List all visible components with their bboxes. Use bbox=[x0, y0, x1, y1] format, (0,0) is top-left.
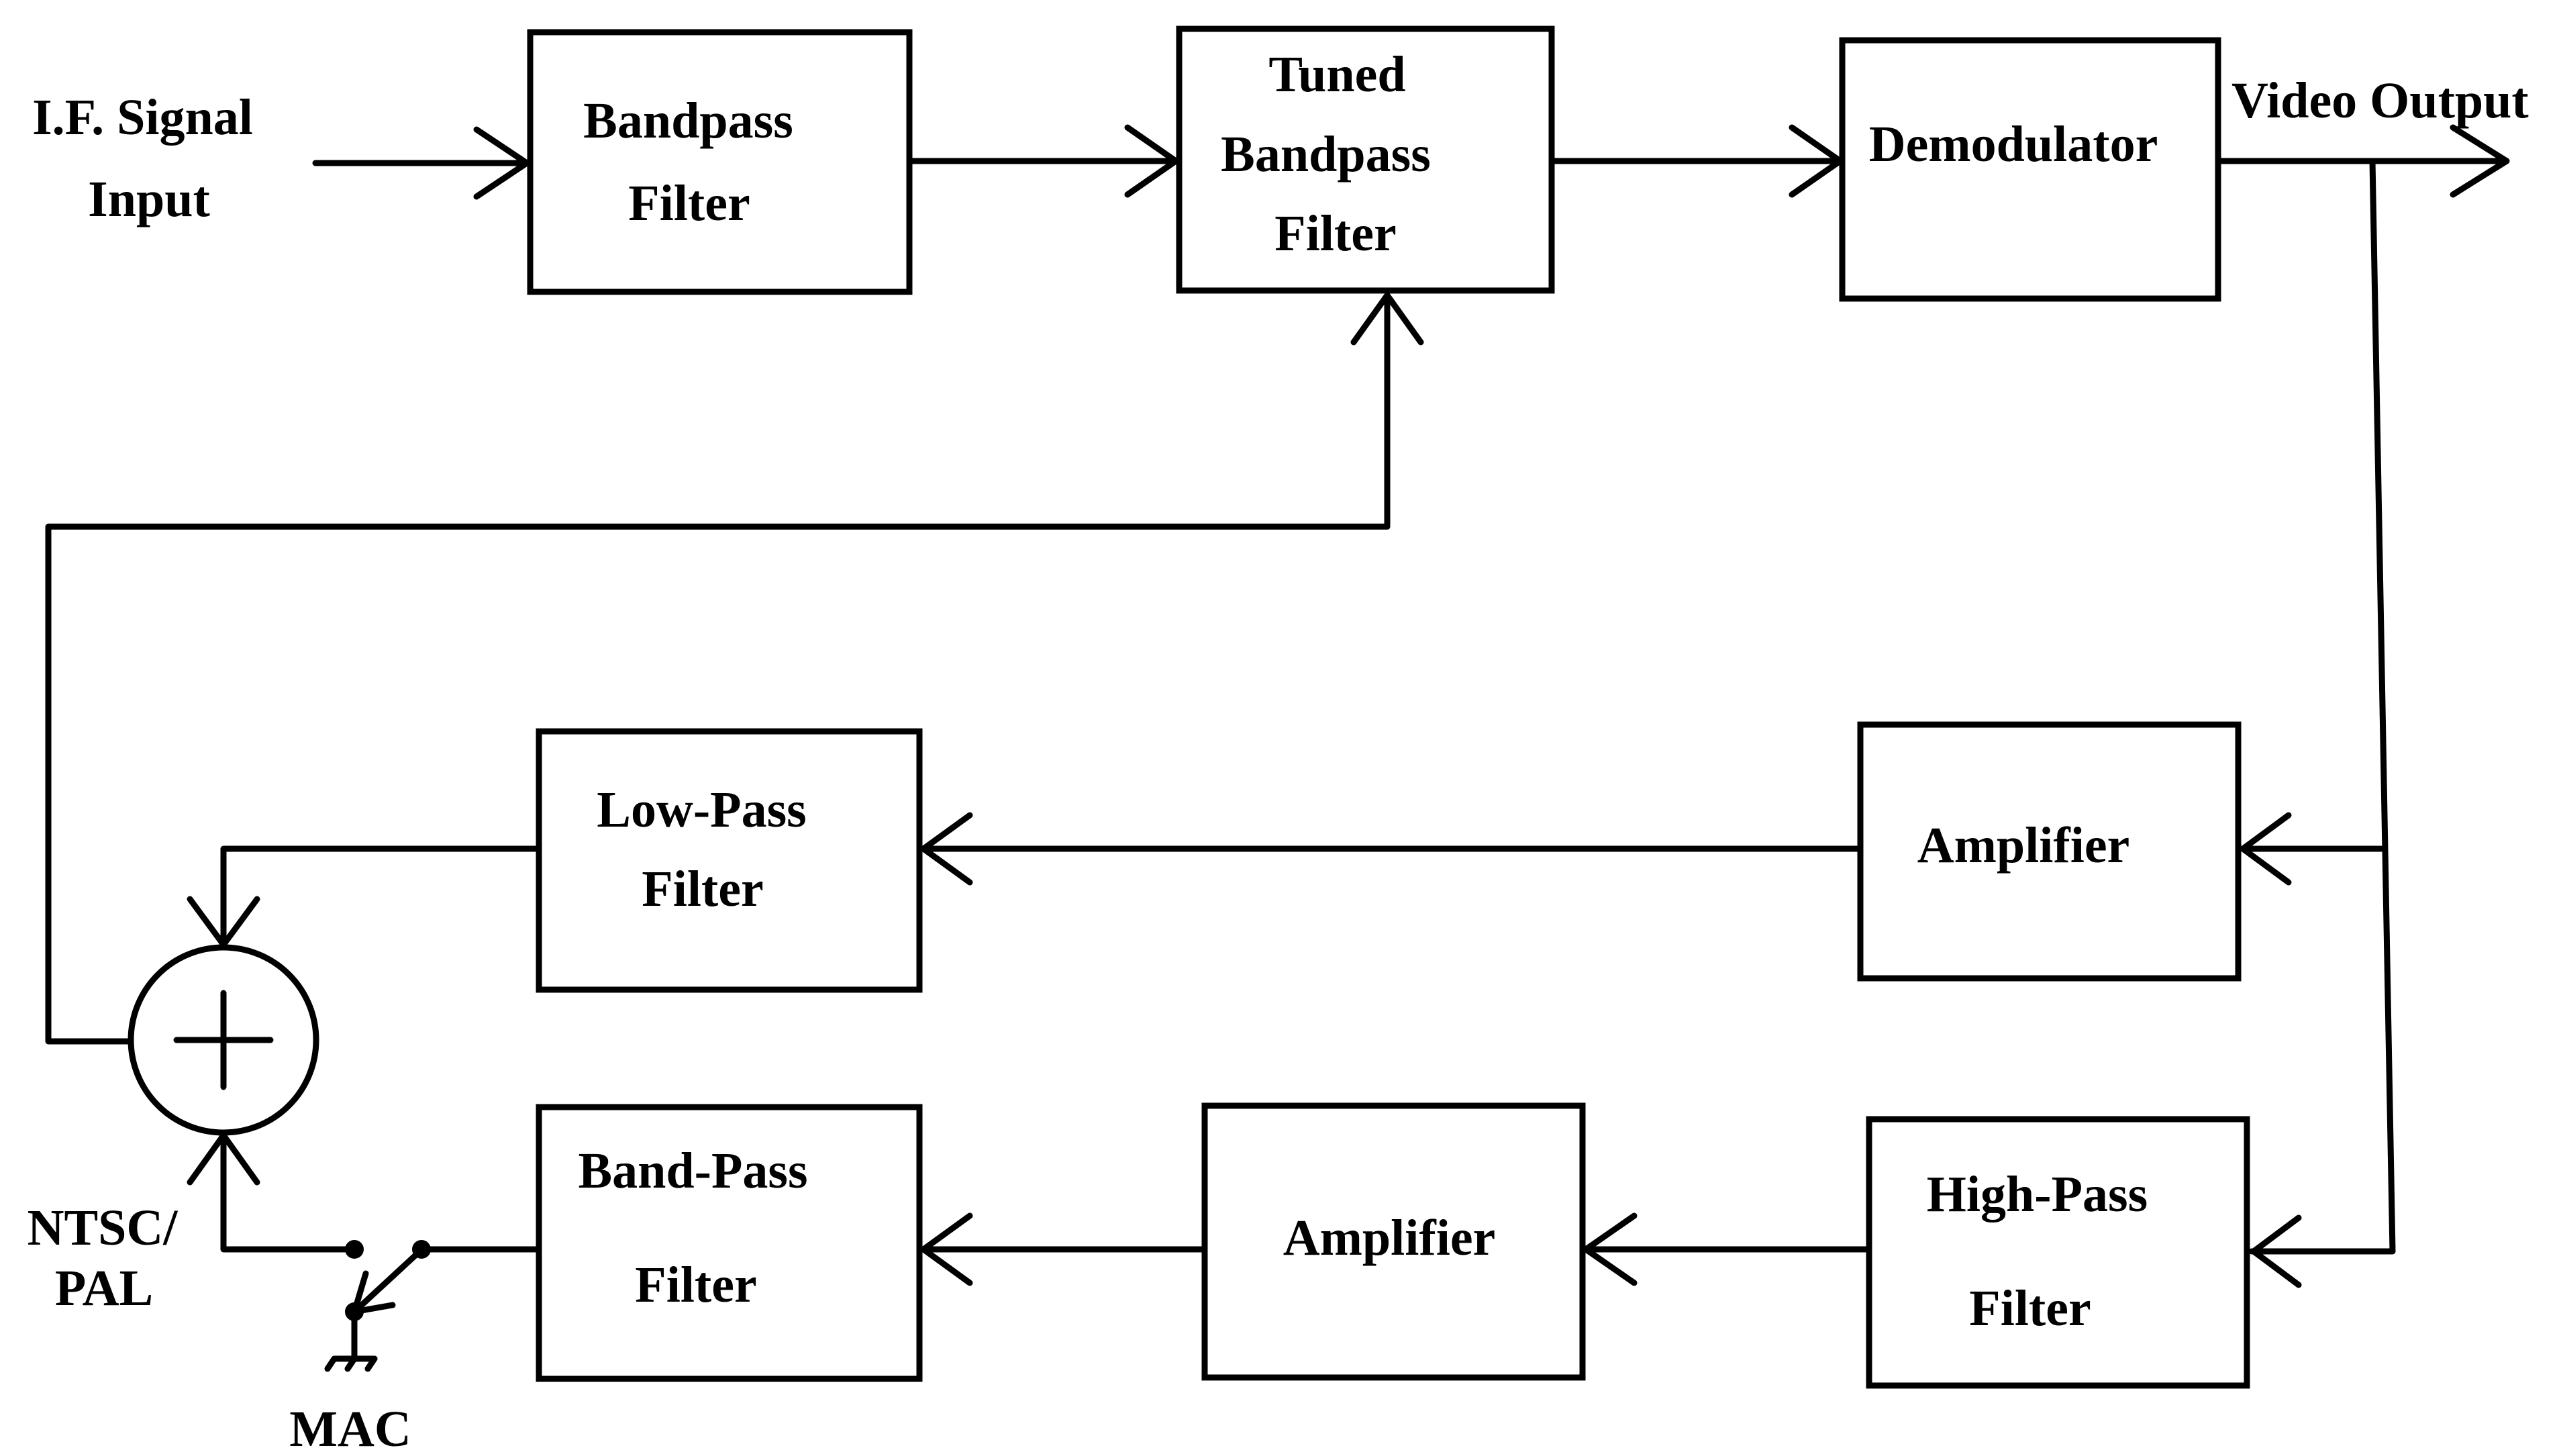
svg-text:Amplifier: Amplifier bbox=[1283, 1210, 1496, 1266]
pal-label-line2: PAL bbox=[55, 1260, 153, 1316]
bandpass-filter-block: Bandpass Filter bbox=[527, 29, 913, 295]
if-signal-input-label: I.F. Signal Input bbox=[32, 89, 266, 227]
wire-tuned-to-demodulator bbox=[1550, 124, 1844, 198]
amplifier-bottom-label: Amplifier bbox=[1283, 1210, 1496, 1266]
tuned-bandpass-filter-block: Tuned Bandpass Filter bbox=[1176, 25, 1555, 294]
ntsc-pal-mac-switch bbox=[324, 1240, 431, 1372]
high-pass-filter-block: High-Pass Filter bbox=[1866, 1116, 2250, 1389]
video-output-label: Video Output bbox=[2231, 72, 2529, 129]
high-pass-label-line1: High-Pass bbox=[1927, 1166, 2148, 1223]
wire-lowpass-to-summer bbox=[187, 845, 540, 948]
summing-junction bbox=[128, 944, 319, 1136]
wire-highpass-to-amplifier bbox=[1583, 1212, 1870, 1286]
svg-text:Tuned Bandpass Fil: Tuned Bandpass Filter bbox=[1221, 46, 1444, 262]
tuned-bandpass-label-line3: Filter bbox=[1274, 205, 1396, 262]
bandpass-filter-label-line2: Filter bbox=[628, 175, 750, 231]
wire-bandpass-to-tuned bbox=[909, 124, 1179, 198]
if-signal-label-line1: I.F. Signal bbox=[32, 89, 253, 146]
tuned-bandpass-label-line1: Tuned bbox=[1268, 46, 1405, 103]
wire-video-output bbox=[2217, 124, 2510, 198]
svg-text:Bandpass Filter: Bandpass Filter bbox=[583, 93, 806, 231]
wire-feedback-to-tuned bbox=[45, 292, 1424, 1045]
band-pass-label-line1: Band-Pass bbox=[578, 1143, 807, 1199]
mac-label: MAC bbox=[289, 1401, 411, 1456]
band-pass-label-line2: Filter bbox=[635, 1257, 756, 1313]
amplifier-bottom-block: Amplifier bbox=[1201, 1102, 1586, 1381]
band-pass-filter-block: Band-Pass Filter bbox=[536, 1104, 923, 1382]
high-pass-label-line2: Filter bbox=[1969, 1280, 2091, 1337]
wire-input-to-bandpass bbox=[312, 126, 530, 200]
svg-text:Demodulator: Demodulator bbox=[1869, 116, 2158, 172]
bandpass-filter-label-line1: Bandpass bbox=[583, 93, 793, 149]
low-pass-label-line2: Filter bbox=[642, 861, 763, 917]
wire-amplifier-to-lowpass bbox=[920, 812, 1861, 886]
svg-text:Amplifier: Amplifier bbox=[1917, 817, 2130, 874]
low-pass-label-line1: Low-Pass bbox=[597, 782, 806, 838]
low-pass-filter-block: Low-Pass Filter bbox=[536, 728, 923, 993]
tuned-bandpass-label-line2: Bandpass bbox=[1221, 126, 1431, 183]
wire-bandpass-to-switch bbox=[187, 1132, 540, 1253]
demodulator-block: Demodulator bbox=[1839, 37, 2221, 302]
if-signal-label-line2: Input bbox=[88, 171, 210, 227]
ntsc-pal-label: NTSC/ PAL bbox=[28, 1200, 191, 1316]
amplifier-top-label: Amplifier bbox=[1917, 817, 2130, 874]
wire-amplifier-to-bandpass bbox=[920, 1212, 1205, 1286]
svg-text:High-Pass Filter: High-Pass Filter bbox=[1927, 1166, 2160, 1337]
wire-output-tap bbox=[2240, 158, 2396, 1288]
ntsc-label-line1: NTSC/ bbox=[28, 1200, 179, 1256]
svg-text:Band-Pass Filter: Band-Pass Filter bbox=[578, 1143, 820, 1313]
demodulator-label: Demodulator bbox=[1869, 116, 2158, 172]
amplifier-top-block: Amplifier bbox=[1857, 721, 2242, 982]
svg-text:Low-Pass Filter: Low-Pass Filter bbox=[597, 782, 819, 917]
